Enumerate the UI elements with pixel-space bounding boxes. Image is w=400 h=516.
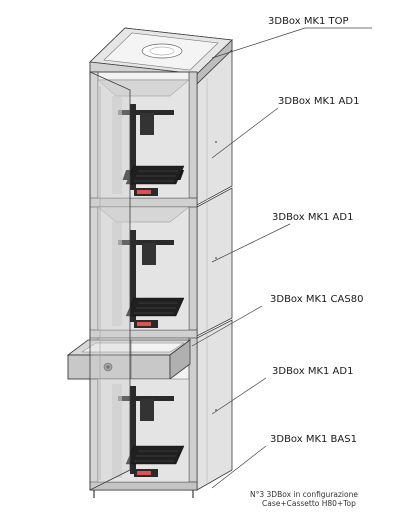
top-cap [89, 27, 233, 85]
label-cas80: 3DBox MK1 CAS80 [270, 294, 363, 305]
label-ad1-upper: 3DBox MK1 AD1 [278, 96, 359, 107]
open-door [89, 71, 131, 491]
caption-line-2: Case+Cassetto H80+Top [262, 499, 356, 508]
caption-line-1: N°3 3DBox in configurazione [250, 490, 358, 499]
label-top: 3DBox MK1 TOP [268, 16, 349, 27]
module-ad1-lower [97, 378, 190, 483]
leader-lines [191, 27, 372, 489]
drawer-cas80 [66, 339, 192, 380]
label-ad1-middle: 3DBox MK1 AD1 [272, 212, 353, 223]
right-side-panels [196, 49, 233, 491]
module-ad1-upper [97, 79, 190, 199]
label-bas1: 3DBox MK1 BAS1 [270, 434, 357, 445]
label-ad1-lower: 3DBox MK1 AD1 [272, 366, 353, 377]
module-ad1-middle [97, 206, 190, 331]
